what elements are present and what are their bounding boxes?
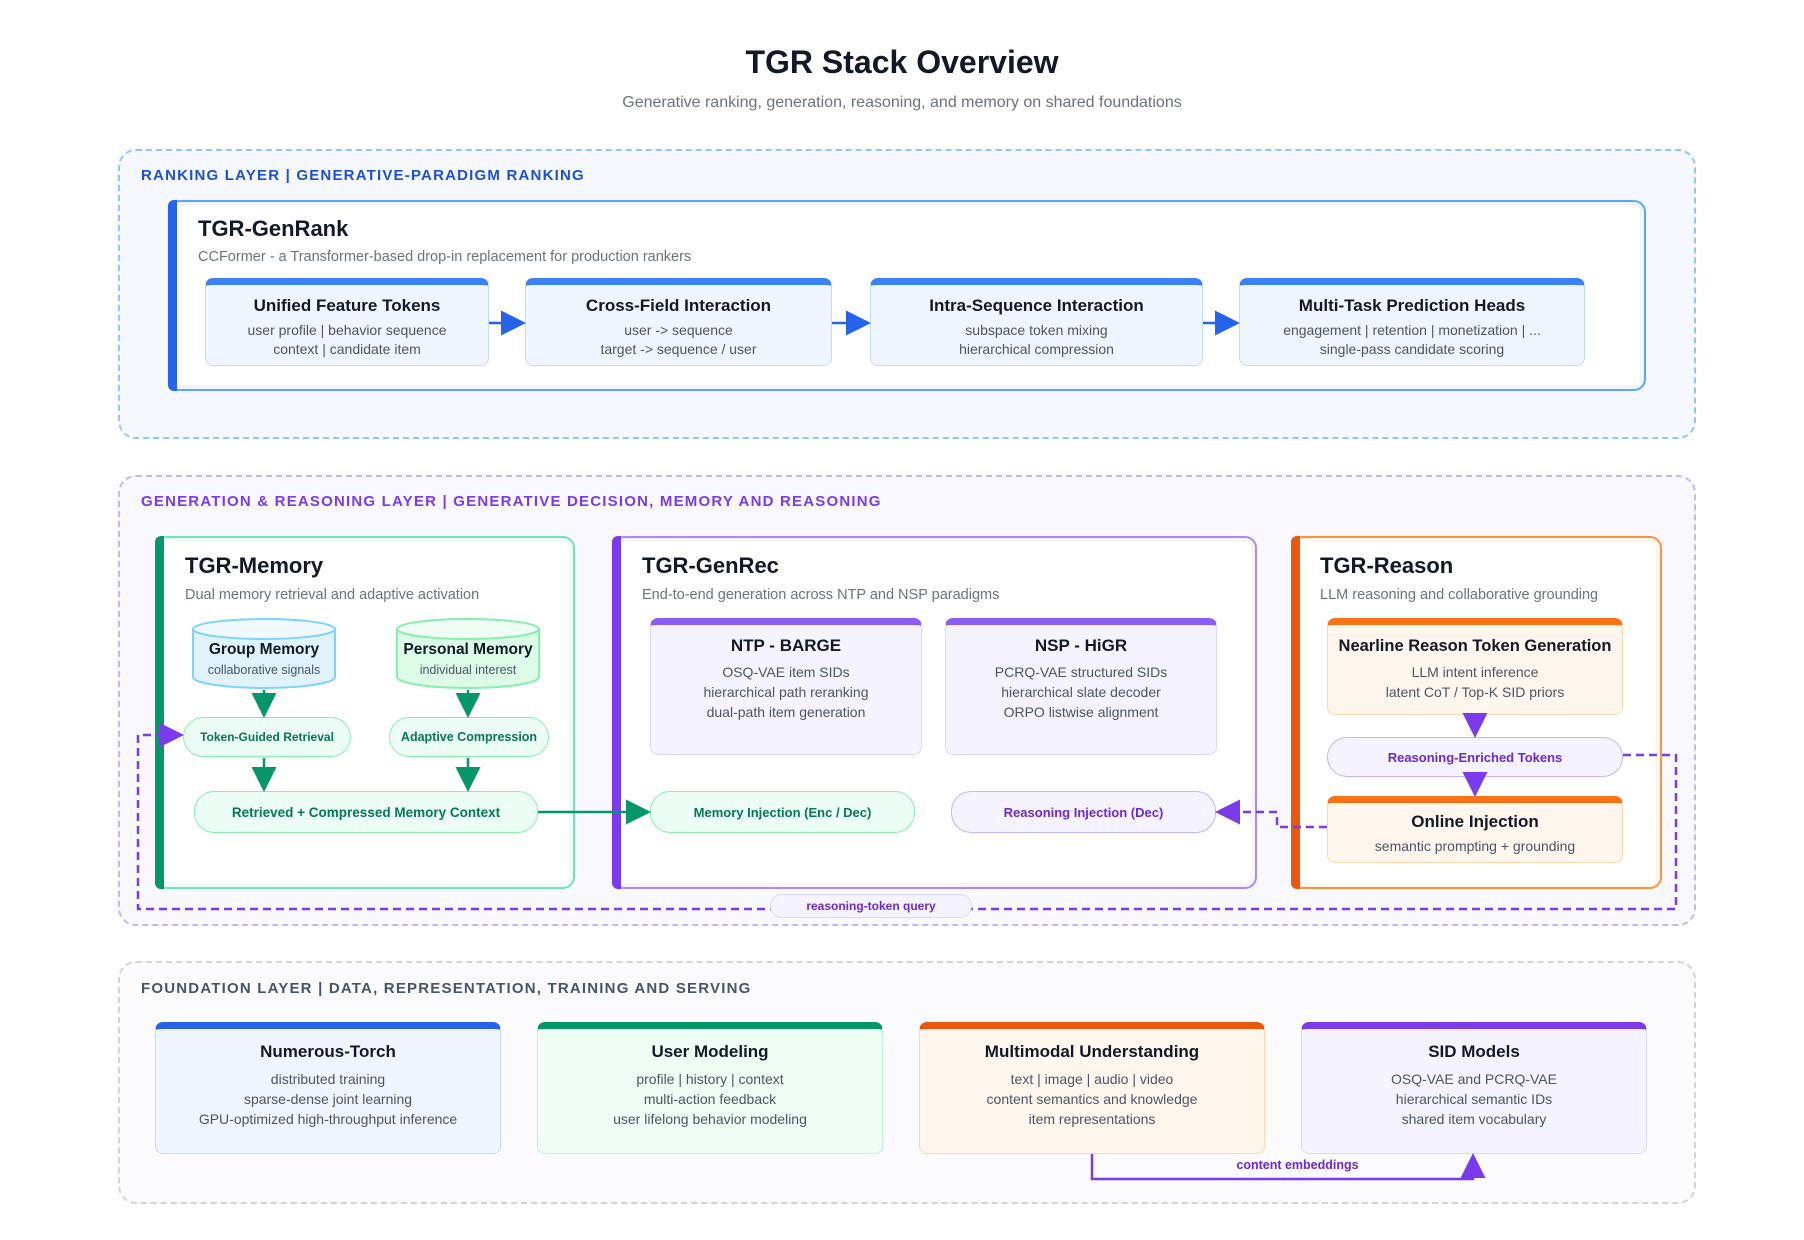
foundation-line: OSQ-VAE and PCRQ-VAE: [1391, 1071, 1557, 1087]
step-line: context | candidate item: [273, 341, 421, 357]
arrow-online-to-reasoning-injection: [1215, 799, 1327, 829]
step-line: subspace token mixing: [965, 322, 1108, 338]
foundation-line: sparse-dense joint learning: [243, 1091, 413, 1107]
reasoning-token-query-label: reasoning-token query: [770, 894, 972, 918]
foundation-title: Numerous-Torch: [260, 1042, 396, 1061]
online-injection-title: Online Injection: [1411, 812, 1539, 831]
foundation-line: distributed training: [270, 1071, 386, 1087]
multimodal-understanding-box: Multimodal Understanding text | image | …: [919, 1022, 1265, 1154]
content-embeddings-label: content embeddings: [1236, 1158, 1359, 1172]
step-multi-task-prediction-heads: Multi-Task Prediction Heads engagement |…: [1239, 278, 1585, 366]
foundation-line: hierarchical semantic IDs: [1395, 1091, 1553, 1107]
page-title: TGR Stack Overview: [745, 44, 1059, 80]
ntp-line: dual-path item generation: [706, 704, 866, 720]
ranking-layer-label: RANKING LAYER | GENERATIVE-PARADIGM RANK…: [141, 167, 585, 184]
step-title: Unified Feature Tokens: [253, 296, 441, 315]
genrec-accent-bar: [612, 536, 621, 889]
step-line: hierarchical compression: [959, 341, 1114, 357]
genrec-title: TGR-GenRec: [642, 553, 779, 578]
genrec-subtitle: End-to-end generation across NTP and NSP…: [642, 587, 1000, 603]
ntp-barge-box: NTP - BARGE OSQ-VAE item SIDs hierarchic…: [650, 618, 922, 755]
memory-title: TGR-Memory: [185, 553, 324, 578]
foundation-title: User Modeling: [651, 1042, 769, 1061]
page-subtitle: Generative ranking, generation, reasonin…: [622, 94, 1182, 111]
nearline-line: LLM intent inference: [1411, 664, 1539, 680]
step-line: single-pass candidate scoring: [1319, 341, 1505, 357]
foundation-line: multi-action feedback: [643, 1091, 777, 1107]
step-title: Cross-Field Interaction: [585, 296, 772, 315]
group-memory-subtitle: collaborative signals: [207, 663, 321, 677]
foundation-line: profile | history | context: [636, 1071, 784, 1087]
foundation-line: text | image | audio | video: [1010, 1071, 1174, 1087]
step-line: user profile | behavior sequence: [247, 322, 447, 338]
reason-title: TGR-Reason: [1320, 553, 1454, 578]
foundation-line: item representations: [1028, 1111, 1156, 1127]
step-unified-feature-tokens: Unified Feature Tokens user profile | be…: [205, 278, 489, 366]
memory-accent-bar: [155, 536, 164, 889]
arrow-content-embeddings: [1090, 1153, 1486, 1181]
foundation-line: GPU-optimized high-throughput inference: [198, 1111, 458, 1127]
foundation-line: user lifelong behavior modeling: [613, 1111, 807, 1127]
arrow-reasoning-token-query: [136, 722, 1678, 911]
step-line: user -> sequence: [624, 322, 733, 338]
online-injection-line: semantic prompting + grounding: [1374, 838, 1576, 854]
foundation-title: Multimodal Understanding: [984, 1042, 1200, 1061]
nsp-higr-box: NSP - HiGR PCRQ-VAE structured SIDs hier…: [945, 618, 1217, 755]
step-title: Intra-Sequence Interaction: [929, 296, 1144, 315]
step-intra-sequence-interaction: Intra-Sequence Interaction subspace toke…: [870, 278, 1203, 366]
database-icon: [396, 618, 540, 689]
personal-memory-cylinder: Personal Memory individual interest: [395, 617, 541, 689]
nearline-line: latent CoT / Top-K SID priors: [1385, 684, 1565, 700]
sid-models-box: SID Models OSQ-VAE and PCRQ-VAE hierarch…: [1301, 1022, 1647, 1154]
foundation-line: shared item vocabulary: [1401, 1111, 1547, 1127]
foundation-line: content semantics and knowledge: [986, 1091, 1198, 1107]
memory-context: Retrieved + Compressed Memory Context: [194, 791, 538, 833]
group-memory-cylinder: Group Memory collaborative signals: [191, 617, 337, 689]
foundation-title: SID Models: [1428, 1042, 1520, 1061]
nsp-line: hierarchical slate decoder: [1001, 684, 1161, 700]
ntp-line: hierarchical path reranking: [703, 684, 869, 700]
step-line: engagement | retention | monetization | …: [1283, 322, 1541, 338]
database-icon: [192, 618, 336, 689]
genrank-accent-bar: [168, 200, 177, 391]
user-modeling-box: User Modeling profile | history | contex…: [537, 1022, 883, 1154]
memory-subtitle: Dual memory retrieval and adaptive activ…: [185, 587, 480, 603]
reasoning-injection: Reasoning Injection (Dec): [951, 791, 1216, 833]
reason-subtitle: LLM reasoning and collaborative groundin…: [1320, 587, 1599, 603]
personal-memory-subtitle: individual interest: [419, 663, 517, 677]
reason-accent-bar: [1291, 536, 1300, 889]
nearline-reason-box: Nearline Reason Token Generation LLM int…: [1327, 618, 1623, 715]
step-title: Multi-Task Prediction Heads: [1298, 296, 1526, 315]
nearline-title: Nearline Reason Token Generation: [1338, 637, 1612, 655]
genrank-subtitle: CCFormer - a Transformer-based drop-in r…: [198, 249, 692, 265]
foundation-layer-label: FOUNDATION LAYER | DATA, REPRESENTATION,…: [141, 980, 752, 997]
reasoning-enriched-tokens: Reasoning-Enriched Tokens: [1327, 737, 1623, 777]
group-memory-title: Group Memory: [208, 641, 320, 658]
ntp-title: NTP - BARGE: [730, 636, 842, 655]
generation-reasoning-layer-label: GENERATION & REASONING LAYER | GENERATIV…: [141, 493, 882, 510]
nsp-line: ORPO listwise alignment: [1003, 704, 1159, 720]
nsp-line: PCRQ-VAE structured SIDs: [994, 664, 1168, 680]
genrank-title: TGR-GenRank: [198, 216, 349, 241]
numerous-torch-box: Numerous-Torch distributed training spar…: [155, 1022, 501, 1154]
adaptive-compression: Adaptive Compression: [389, 717, 549, 757]
step-cross-field-interaction: Cross-Field Interaction user -> sequence…: [525, 278, 832, 366]
personal-memory-title: Personal Memory: [403, 641, 533, 658]
ntp-line: OSQ-VAE item SIDs: [722, 664, 850, 680]
step-line: target -> sequence / user: [600, 341, 757, 357]
nsp-title: NSP - HiGR: [1034, 636, 1128, 655]
memory-injection: Memory Injection (Enc / Dec): [650, 791, 915, 833]
online-injection-box: Online Injection semantic prompting + gr…: [1327, 796, 1623, 863]
